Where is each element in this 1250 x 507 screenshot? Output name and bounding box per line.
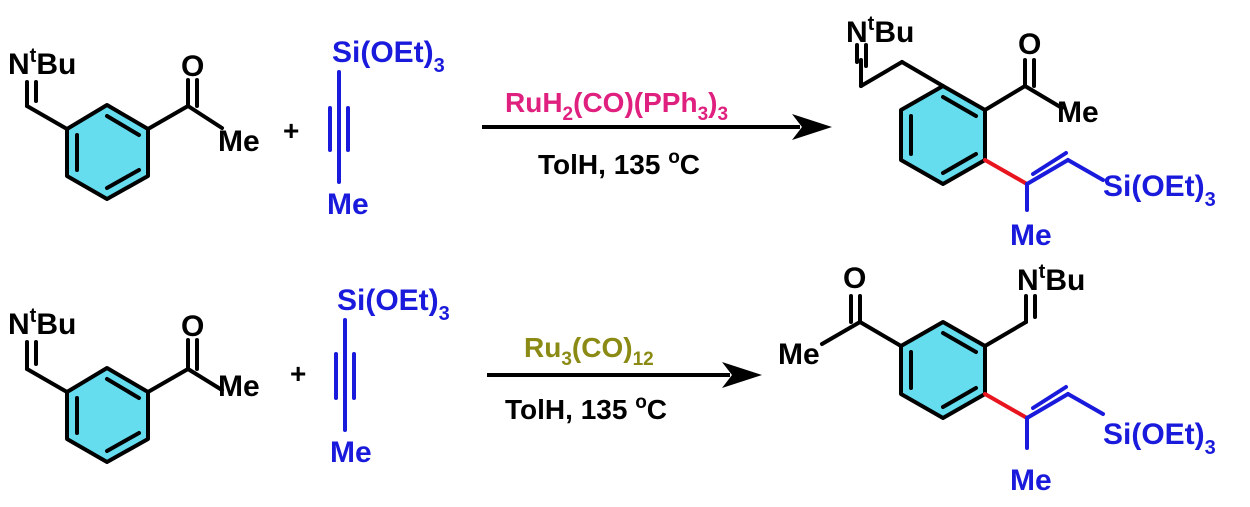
reaction-2: NtBu O Me + Si(OEt)3 Me Ru3(CO)12 TolH, … bbox=[8, 261, 1216, 497]
conditions-2-unit: C bbox=[647, 394, 667, 425]
catalyst-1-f: 3 bbox=[717, 104, 728, 125]
silyl-subscript: 3 bbox=[1205, 437, 1216, 459]
vinyl-methyl-label: Me bbox=[1010, 219, 1052, 252]
catalyst-2-b: 3 bbox=[561, 349, 572, 370]
benzene-ring-fill bbox=[901, 322, 985, 418]
butyl-label: Bu bbox=[1045, 264, 1085, 297]
tert-label: t bbox=[1039, 261, 1046, 283]
plus-sign: + bbox=[283, 115, 299, 146]
reaction-1: NtBu O Me + Si(OEt)3 Me RuH2(CO)(PPh3)3 … bbox=[8, 13, 1216, 252]
svg-text:Ru3(CO)12: Ru3(CO)12 bbox=[524, 332, 654, 370]
conditions-1-solvent: TolH, 135 bbox=[538, 149, 668, 180]
methyl-label: Me bbox=[218, 125, 260, 158]
butyl-label: Bu bbox=[36, 308, 76, 341]
conditions-2-degree: o bbox=[635, 392, 647, 413]
reaction-arrow-1: RuH2(CO)(PPh3)3 TolH, 135 oC bbox=[482, 87, 832, 180]
silyl-label: Si(OEt) bbox=[337, 284, 439, 317]
catalyst-1-a: RuH bbox=[505, 87, 563, 118]
tert-label: t bbox=[30, 45, 37, 67]
methyl-label: Me bbox=[218, 370, 260, 403]
catalyst-1-b: 2 bbox=[563, 104, 574, 125]
svg-text:NtBu: NtBu bbox=[1017, 261, 1085, 297]
reactant-aryl-ketone-2: NtBu O Me bbox=[8, 305, 260, 464]
reactant-aryl-ketone-1: NtBu O Me bbox=[8, 45, 260, 201]
catalyst-2-c: (CO) bbox=[572, 332, 633, 363]
catalyst-2-a: Ru bbox=[524, 332, 561, 363]
butyl-label: Bu bbox=[36, 48, 76, 81]
conditions-1-degree: o bbox=[668, 147, 680, 168]
svg-text:Si(OEt)3: Si(OEt)3 bbox=[1103, 418, 1216, 459]
carbonyl-o-label: O bbox=[843, 262, 866, 295]
silyl-subscript: 3 bbox=[434, 55, 445, 77]
svg-text:Si(OEt)3: Si(OEt)3 bbox=[1103, 170, 1216, 211]
catalyst-1-d: 3 bbox=[698, 104, 709, 125]
svg-text:NtBu: NtBu bbox=[8, 45, 76, 81]
imine-n-label: N bbox=[8, 48, 30, 81]
methyl-label: Me bbox=[778, 338, 820, 371]
svg-text:NtBu: NtBu bbox=[8, 305, 76, 341]
carbonyl-o-label: O bbox=[1018, 28, 1041, 61]
silyl-label: Si(OEt) bbox=[1103, 170, 1205, 203]
tert-label: t bbox=[30, 305, 37, 327]
silyl-subscript: 3 bbox=[1205, 189, 1216, 211]
silyl-subscript: 3 bbox=[439, 303, 450, 325]
carbonyl-o-label: O bbox=[181, 50, 204, 83]
svg-text:TolH, 135 oC: TolH, 135 oC bbox=[538, 147, 700, 180]
svg-text:NtBu: NtBu bbox=[846, 13, 914, 49]
imine-n-label: N bbox=[8, 308, 30, 341]
vinyl-methyl-label: Me bbox=[1010, 464, 1052, 497]
svg-text:TolH, 135 oC: TolH, 135 oC bbox=[505, 392, 667, 425]
alkyne-methyl-label: Me bbox=[330, 436, 372, 469]
tert-label: t bbox=[868, 13, 875, 35]
carbonyl-o-label: O bbox=[181, 310, 204, 343]
imine-n-label: N bbox=[846, 16, 868, 49]
reaction-arrow-2: Ru3(CO)12 TolH, 135 oC bbox=[487, 332, 762, 425]
catalyst-1-c: (CO)(PPh bbox=[573, 87, 697, 118]
product-1: NtBu O Me Si(OEt)3 Me bbox=[846, 13, 1216, 252]
svg-text:RuH2(CO)(PPh3)3: RuH2(CO)(PPh3)3 bbox=[505, 87, 728, 125]
plus-sign: + bbox=[290, 358, 306, 389]
svg-text:Si(OEt)3: Si(OEt)3 bbox=[337, 284, 450, 325]
alkyne-methyl-label: Me bbox=[327, 188, 369, 221]
silyl-label: Si(OEt) bbox=[1103, 418, 1205, 451]
product-2: O Me NtBu Si(OEt)3 Me bbox=[778, 261, 1216, 497]
imine-n-label: N bbox=[1017, 264, 1039, 297]
conditions-2-solvent: TolH, 135 bbox=[505, 394, 635, 425]
catalyst-1-e: ) bbox=[708, 87, 717, 118]
alkyne-reagent-1: Si(OEt)3 Me bbox=[327, 36, 445, 221]
conditions-1-unit: C bbox=[680, 149, 700, 180]
silyl-label: Si(OEt) bbox=[332, 36, 434, 69]
methyl-label: Me bbox=[1057, 96, 1099, 129]
alkyne-reagent-2: Si(OEt)3 Me bbox=[330, 284, 450, 469]
butyl-label: Bu bbox=[874, 16, 914, 49]
catalyst-2-d: 12 bbox=[633, 349, 654, 370]
svg-text:Si(OEt)3: Si(OEt)3 bbox=[332, 36, 445, 77]
